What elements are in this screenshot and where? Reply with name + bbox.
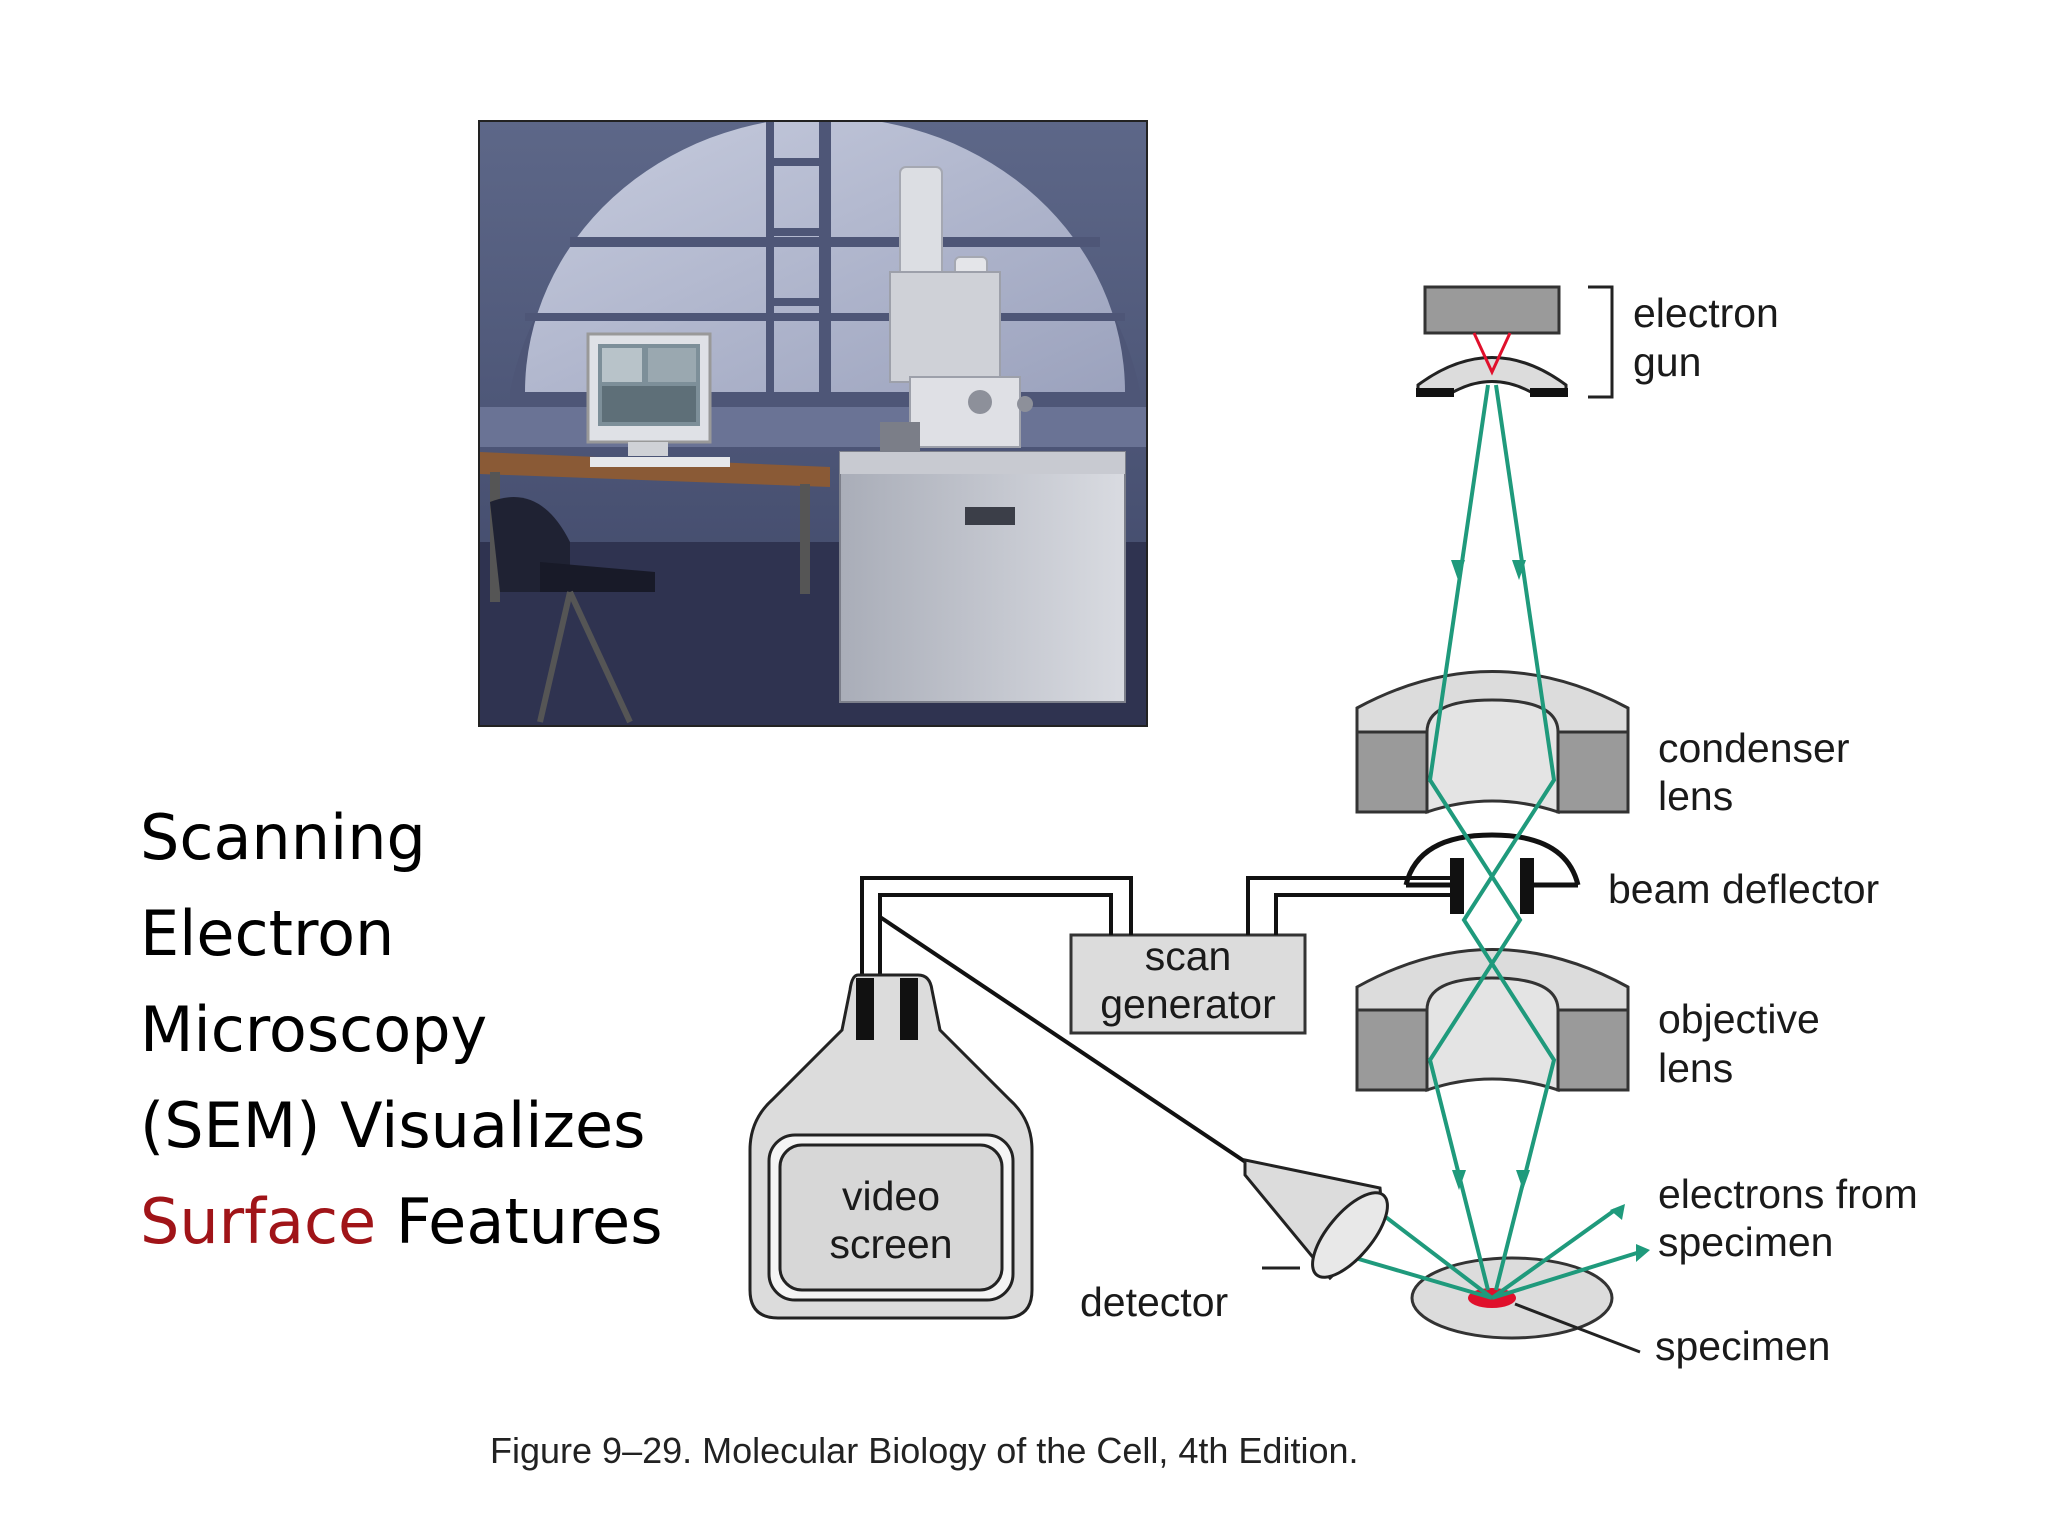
title-line-2: Electron	[140, 897, 395, 970]
label-electron-gun-1: electron	[1633, 290, 1779, 336]
slide-title: Scanning Electron Microscopy (SEM) Visua…	[140, 790, 740, 1270]
label-detector: detector	[1080, 1279, 1228, 1325]
detector	[1243, 1158, 1389, 1281]
label-scan-generator-2: generator	[1100, 981, 1276, 1027]
condenser-lens	[1355, 670, 1630, 815]
figure-caption: Figure 9–29. Molecular Biology of the Ce…	[490, 1430, 1359, 1471]
wiring	[860, 876, 1578, 1167]
label-electrons-from-2: specimen	[1658, 1219, 1833, 1265]
electron-beam	[1344, 384, 1641, 1300]
sem-instrument-photo	[478, 120, 1148, 727]
label-electron-gun-2: gun	[1633, 339, 1701, 385]
label-scan-generator-1: scan	[1145, 933, 1232, 979]
title-line-1: Scanning	[140, 801, 426, 874]
label-video-screen-2: screen	[829, 1221, 952, 1267]
label-objective-1: objective	[1658, 996, 1820, 1042]
electron-gun	[1416, 285, 1614, 399]
label-objective-2: lens	[1658, 1045, 1733, 1091]
label-beam-deflector: beam deflector	[1608, 866, 1879, 912]
title-accent-word: Surface	[140, 1185, 377, 1258]
title-line-5: Surface Features	[140, 1174, 740, 1270]
title-line-4: (SEM) Visualizes	[140, 1089, 646, 1162]
title-line-3: Microscopy	[140, 993, 488, 1066]
scan-generator	[1069, 933, 1307, 1035]
label-condenser-1: condenser	[1658, 725, 1849, 771]
beam-arrows	[1336, 560, 1650, 1262]
label-specimen: specimen	[1655, 1323, 1830, 1369]
label-electrons-from-1: electrons from	[1658, 1171, 1918, 1217]
title-last-rest: Features	[376, 1185, 663, 1258]
label-video-screen-1: video	[842, 1173, 940, 1219]
video-screen-crt	[748, 973, 1034, 1320]
label-condenser-2: lens	[1658, 773, 1733, 819]
objective-lens	[1355, 948, 1630, 1093]
